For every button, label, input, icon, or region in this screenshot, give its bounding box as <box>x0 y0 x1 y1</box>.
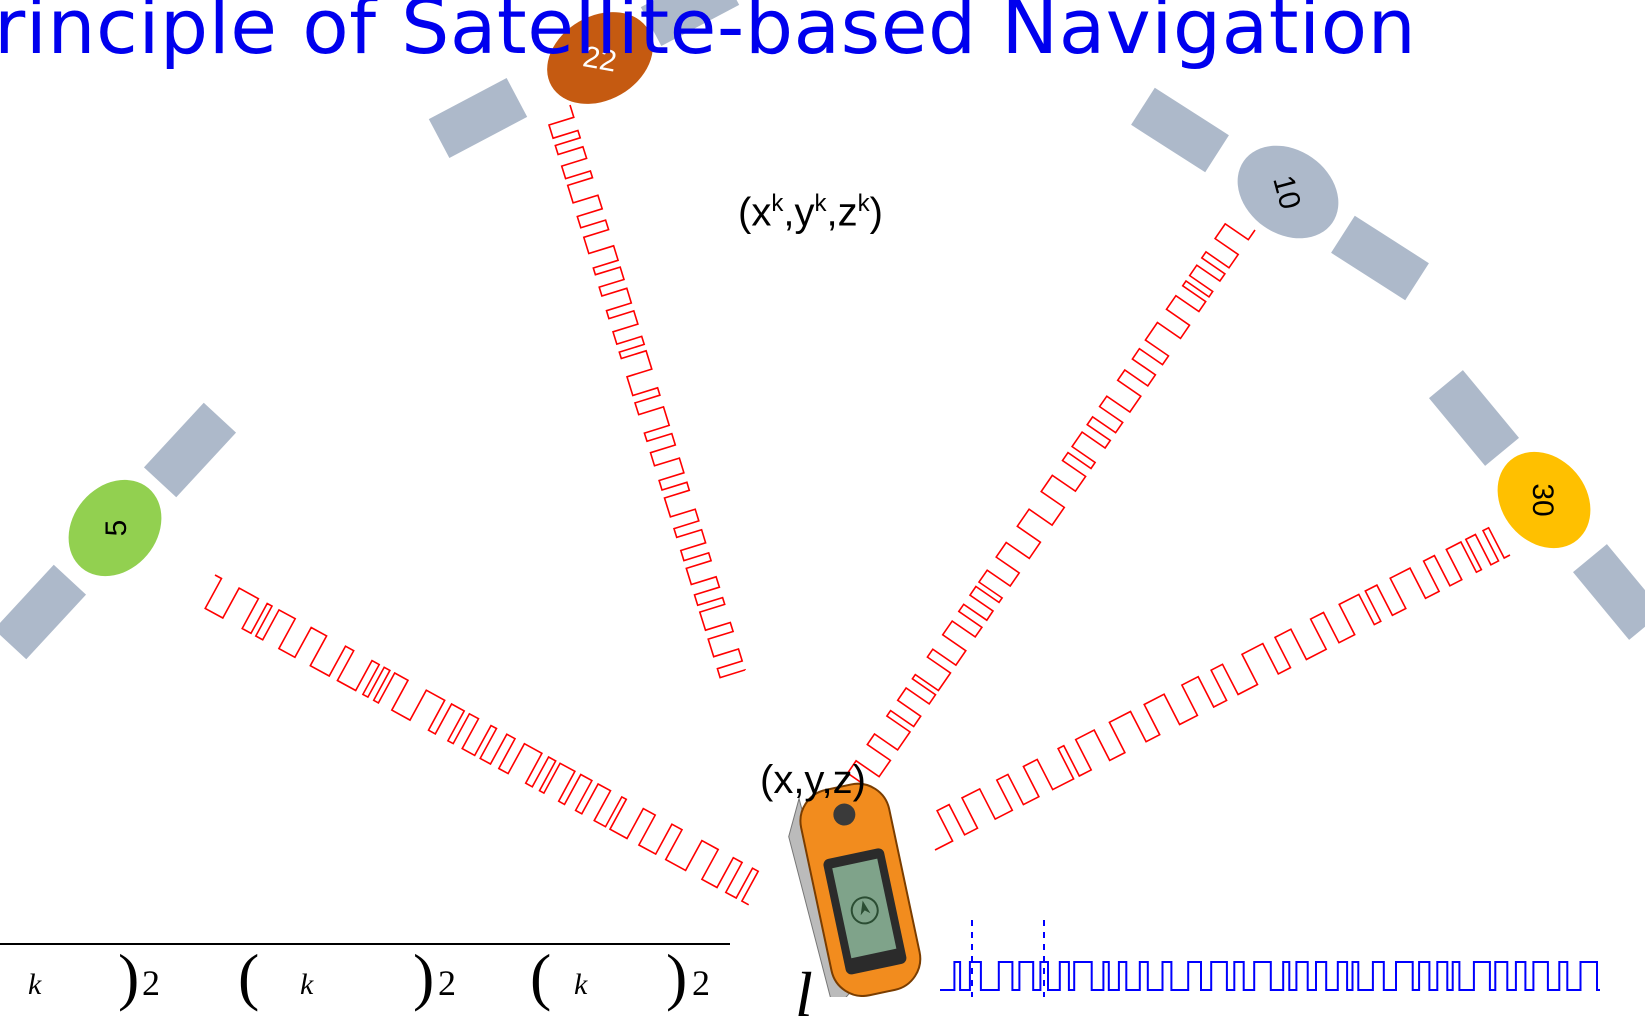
compass-icon <box>850 896 879 925</box>
satellite-22-body <box>547 12 653 104</box>
receiver-coordinates-label: (x,y,z) <box>760 758 866 802</box>
equation-exp-1: 2 <box>142 963 160 1003</box>
solar-panel <box>143 402 237 498</box>
satellite-30-body <box>1497 451 1591 549</box>
coord-close: ) <box>869 190 883 235</box>
coord-y-sup: k <box>814 190 827 217</box>
equation-sup-2: k <box>300 968 314 1001</box>
equation-exp-2: 2 <box>438 963 456 1003</box>
signal-sat-30 <box>934 526 1511 851</box>
solar-panel <box>0 564 87 660</box>
compass-needle-icon <box>860 900 871 916</box>
signal-sat-10 <box>846 222 1256 791</box>
equation-close-1: ) <box>118 941 140 1012</box>
equation-sup-1: k <box>28 968 42 1001</box>
coord-z: ,z <box>826 190 858 235</box>
signal-sat-22 <box>547 104 746 679</box>
solar-panel <box>1572 544 1645 640</box>
equation-open-3: ( <box>530 941 552 1012</box>
satellite-30-label: 30 <box>1526 483 1559 516</box>
solar-panel <box>640 0 740 47</box>
equation-open-2: ( <box>238 941 260 1012</box>
signal-sat-5 <box>204 574 760 906</box>
coord-y: ,y <box>783 190 815 235</box>
prn-code-waveform <box>940 961 1600 991</box>
satellite-5-label: 5 <box>100 520 133 537</box>
satellite-5-body <box>68 479 162 577</box>
coord-z-sup: k <box>857 190 870 217</box>
solar-panel <box>1131 87 1229 173</box>
coord-x: (x <box>738 190 772 235</box>
equation-close-3: ) <box>666 941 688 1012</box>
satellite-22-group: 22 <box>428 0 740 159</box>
solar-panel <box>1428 370 1520 466</box>
satellite-10-group: 10 <box>1131 87 1429 301</box>
equation-sup-3: k <box>574 968 588 1001</box>
slide-title: rinciple of Satellite-based Navigation <box>0 0 1417 71</box>
receiver-button <box>833 803 856 826</box>
satellite-30-group: 30 <box>1428 370 1645 640</box>
satellite-10-body <box>1237 145 1339 239</box>
equation-partial: l <box>795 959 813 1030</box>
equation-close-2: ) <box>413 941 435 1012</box>
equation-exp-3: 2 <box>692 963 710 1003</box>
solar-panel <box>1331 215 1429 301</box>
satellite-22-label: 22 <box>580 40 619 78</box>
coord-x-sup: k <box>771 190 784 217</box>
solar-panel <box>428 77 528 159</box>
satellite-coordinates-label: (xk,yk,zk) <box>738 190 883 235</box>
gps-receiver <box>788 782 922 1013</box>
satellite-5-group: 5 <box>0 402 237 660</box>
